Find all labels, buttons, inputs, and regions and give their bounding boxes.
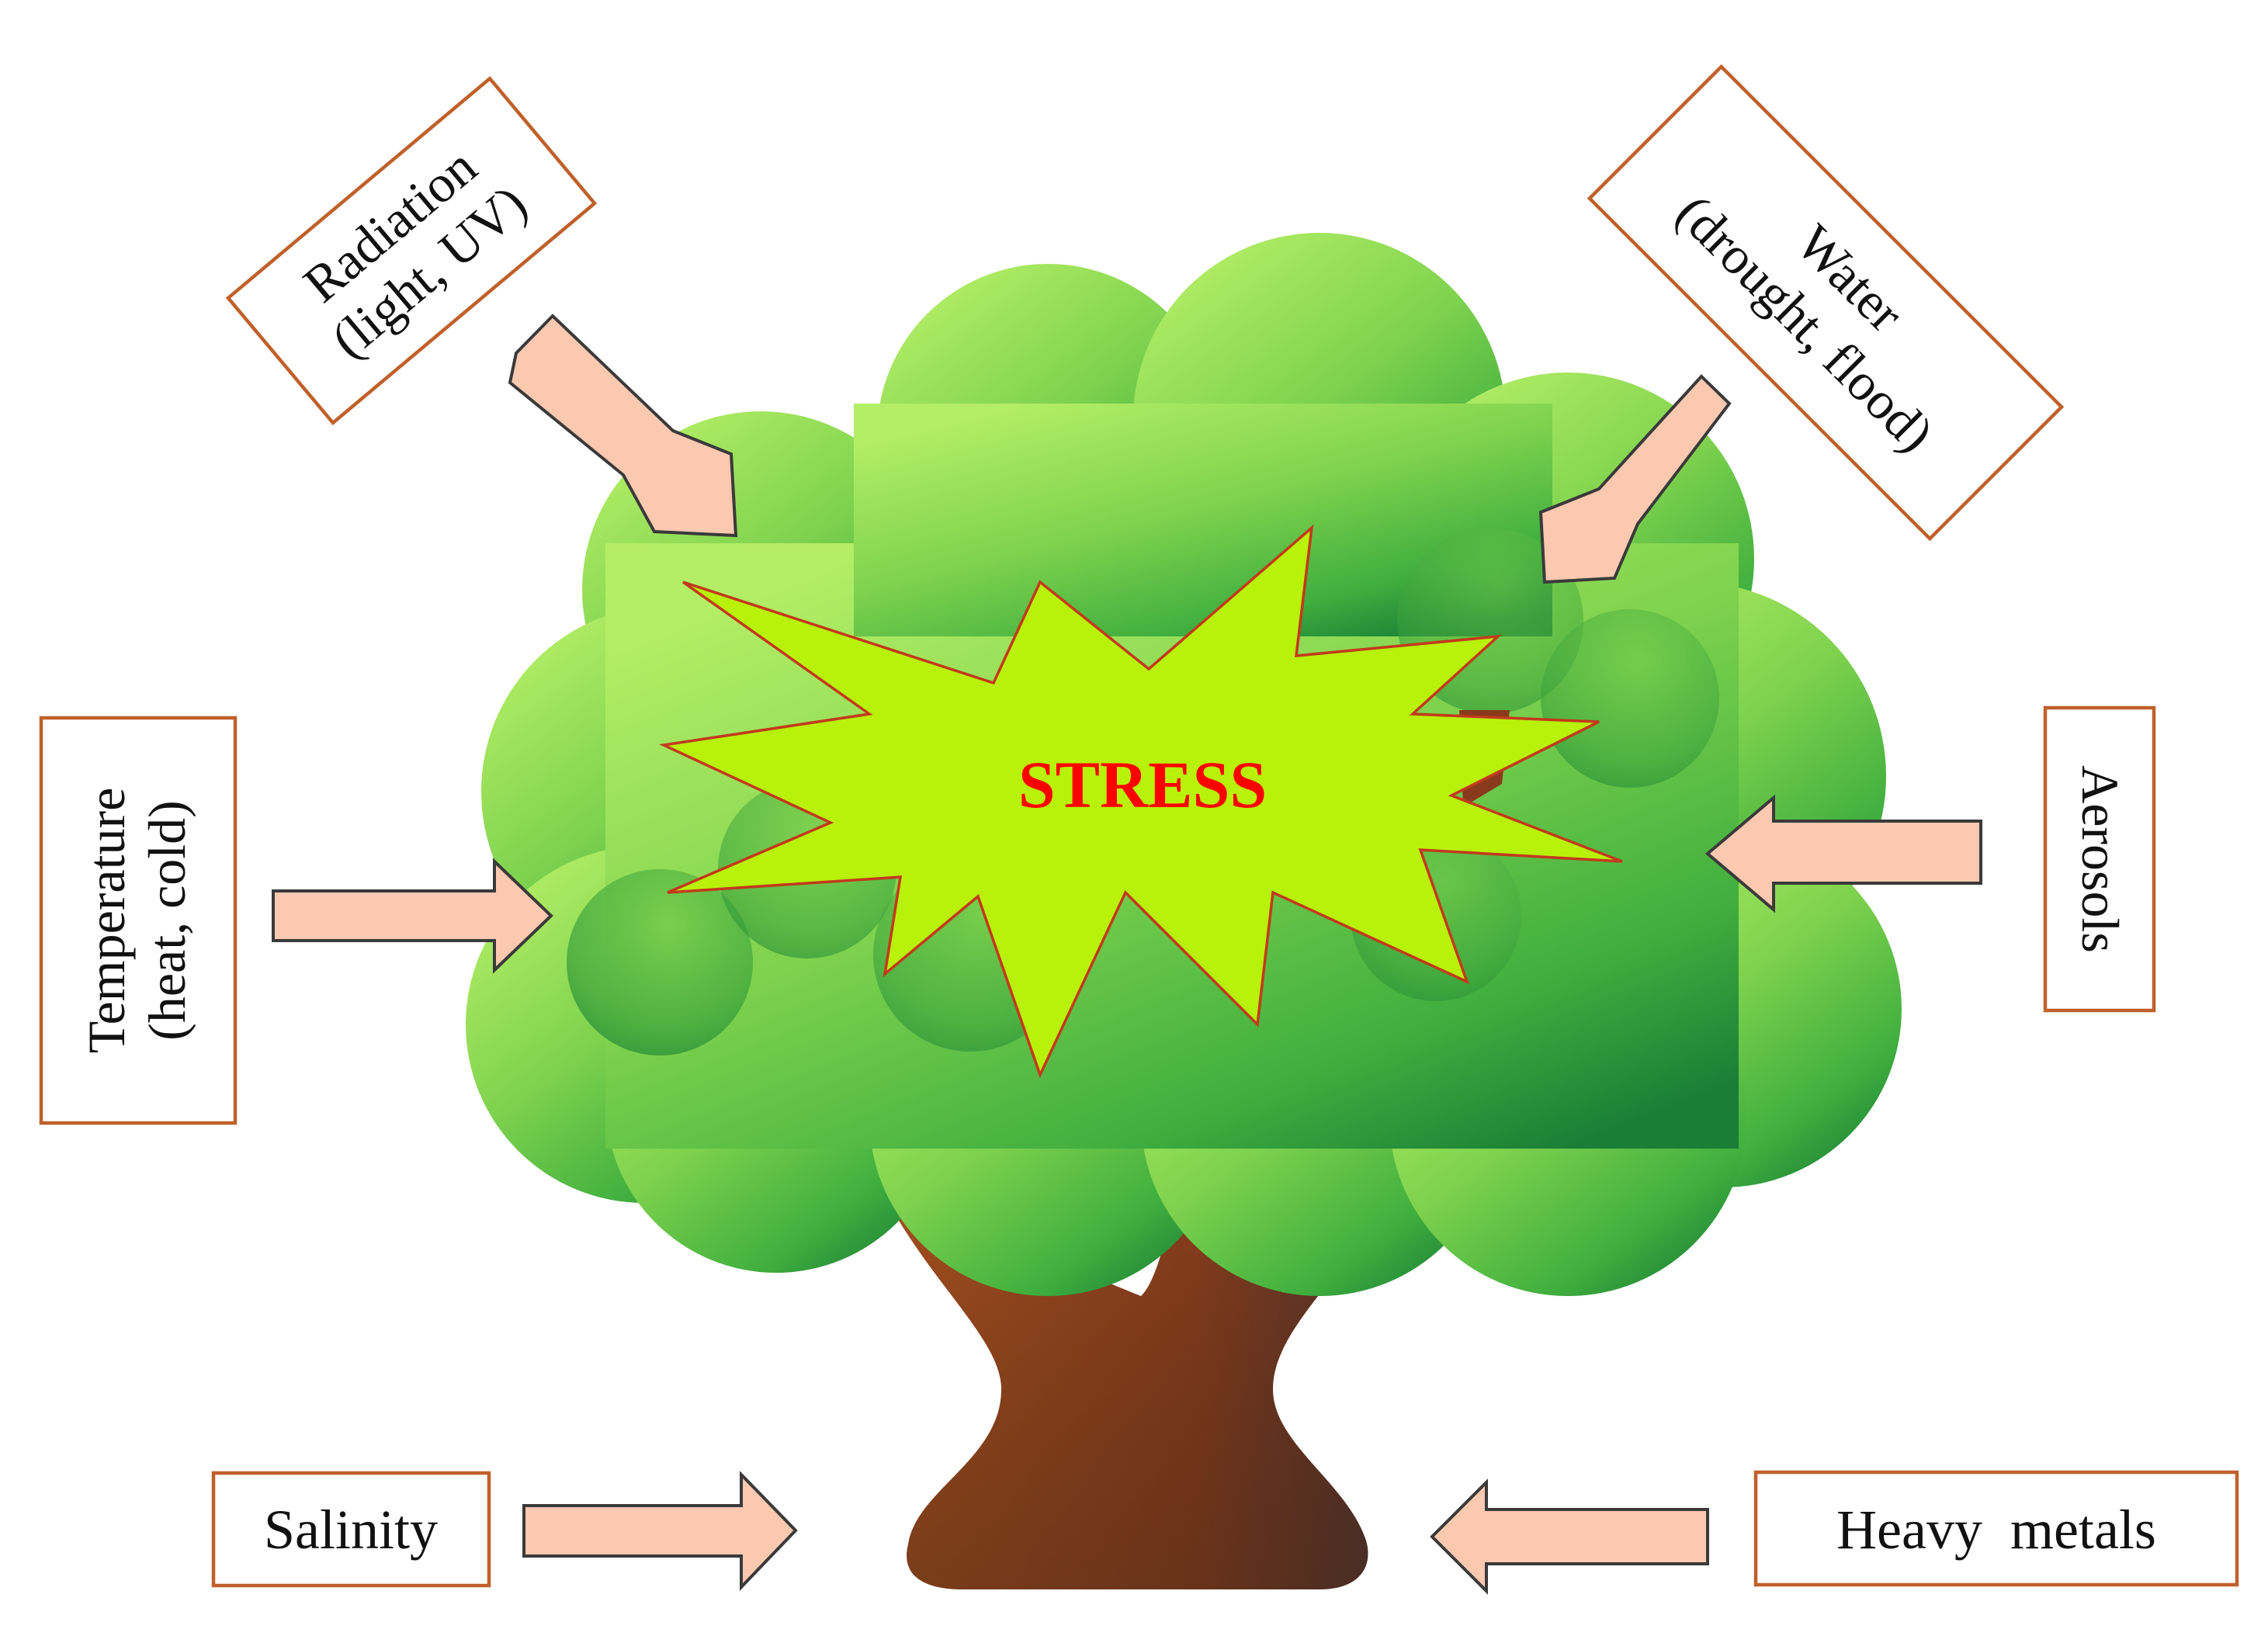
- canopy-lobe: [567, 869, 753, 1055]
- temperature-box: Temperature (heat, cold): [39, 716, 238, 1125]
- aerosols-label: Aerosols: [2071, 765, 2130, 953]
- aerosols-box: Aerosols: [2043, 705, 2156, 1013]
- heavy-metals-arrow: [1430, 1478, 1709, 1595]
- salinity-label: Salinity: [264, 1499, 438, 1561]
- temperature-arrow: [272, 858, 553, 974]
- canopy-lobe: [1541, 609, 1719, 788]
- water-arrow: [1538, 374, 1732, 584]
- salinity-box: Salinity: [211, 1471, 491, 1588]
- stress-label: STRESS: [1018, 747, 1267, 822]
- radiation-arrow: [508, 314, 738, 538]
- heavy-metals-box: Heavy metals: [1753, 1470, 2239, 1587]
- temperature-label: Temperature: [77, 788, 136, 1054]
- heavy-metals-label: Heavy metals: [1836, 1499, 2156, 1561]
- temperature-sublabel: (heat, cold): [137, 800, 196, 1041]
- stress-burst: STRESS: [658, 524, 1623, 1079]
- salinity-arrow: [522, 1471, 798, 1591]
- tree-canopy: [466, 233, 1902, 1296]
- aerosols-arrow: [1704, 794, 1982, 913]
